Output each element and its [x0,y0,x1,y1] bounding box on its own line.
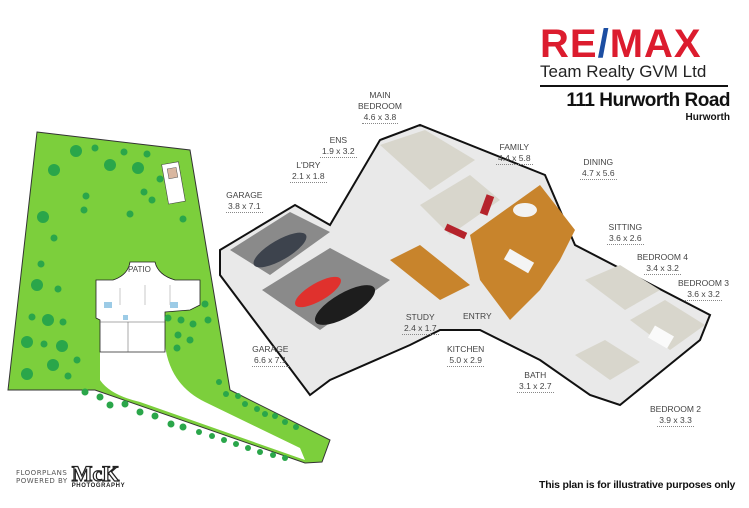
living-timber-floor [470,185,575,320]
bed [647,325,675,349]
car-red [295,276,341,308]
mck-logo: McK PHOTOGRAPHY [71,461,126,489]
disclaimer: This plan is for illustrative purposes o… [539,479,736,491]
driveway [100,320,305,460]
bedroom2-floor [575,340,640,380]
agency-branding: RE/MAX Team Realty GVM Ltd 111 Hurworth … [540,22,731,124]
main-bedroom-floor [380,130,475,190]
remax-logo: RE/MAX [540,22,702,66]
trees [21,144,299,461]
dining-table [513,203,537,217]
room-entry: ENTRY [463,311,492,321]
hall-timber-floor [390,245,470,300]
patio-label: PATIO [128,265,151,274]
agency-office-name: Team Realty GVM Ltd [540,62,707,81]
sofa-red [479,194,495,216]
property-suburb: Hurworth [685,112,730,123]
divider [540,85,728,87]
bedroom4-floor [585,265,660,310]
bedroom3-floor [630,300,705,350]
photographer-credit: FLOORPLANS POWERED BY McK PHOTOGRAPHY [16,461,126,489]
credit-line-2: POWERED BY [16,477,68,485]
car-black [314,285,376,325]
credit-line-1: FLOORPLANS [16,469,68,477]
property-address: 111 Hurworth Road [566,90,730,111]
family-floor [420,175,500,235]
house-footprint [95,261,201,353]
car-grey [253,232,307,268]
kitchen-island [503,248,535,274]
